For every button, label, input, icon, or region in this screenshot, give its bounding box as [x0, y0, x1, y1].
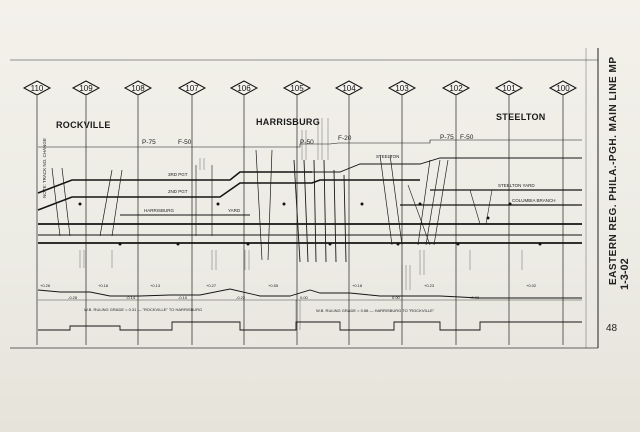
milepost-number: 109: [79, 84, 93, 93]
speed-p75-left: P-75: [142, 139, 156, 146]
grade-label: +0.02: [526, 283, 537, 288]
milepost-diamond: [387, 80, 417, 96]
milepost-diamond: [441, 80, 471, 96]
milepost-number: 106: [237, 84, 251, 93]
station-steelton: STEELTON: [496, 112, 546, 122]
signal-dots: [78, 202, 542, 246]
milepost-number: 101: [502, 84, 516, 93]
label-yard: YARD: [228, 208, 241, 213]
grade-label: -0.14: [126, 295, 136, 300]
grade-label: 0.00: [300, 295, 309, 300]
milepost-107: 107: [177, 80, 207, 345]
grade-label: +0.26: [40, 283, 51, 288]
milepost-diamond: [71, 80, 101, 96]
chart-title: EASTERN REG. PHILA.-PGH. MAIN LINE MP: [608, 56, 619, 285]
grade-label: +0.27: [206, 283, 217, 288]
chart-date: 1-3-02: [619, 258, 631, 290]
grade-label: +0.55: [268, 283, 279, 288]
milepost-104: 104: [334, 80, 364, 345]
note-rockville: NOTE: TRACK NO. CHANGE: [42, 138, 47, 198]
grade-label: -0.10: [178, 295, 188, 300]
milepost-row: 110 109 108 107 106 105 104 103 102 101 100: [22, 80, 578, 345]
milepost-number: 110: [31, 84, 44, 93]
milepost-diamond: [494, 80, 524, 96]
milepost-102: 102: [441, 80, 471, 345]
milepost-101: 101: [494, 80, 524, 345]
speed-f50-left: F-50: [178, 139, 192, 146]
milepost-diamond: [177, 80, 207, 96]
grade-label: -0.22: [236, 295, 246, 300]
milepost-109: 109: [71, 80, 101, 345]
page-number: 48: [606, 323, 618, 334]
speed-p50-center: P-50: [300, 139, 314, 146]
ruling-grade-wb-1: W.B. RULING GRADE = 0.31 — "ROCKVILLE" T…: [84, 307, 202, 312]
main-tracks: [37, 157, 582, 244]
milepost-diamond: [282, 80, 312, 96]
ruling-grade-wb-2: W.B. RULING GRADE = 0.58 — HARRISBURG TO…: [316, 308, 435, 313]
station-harrisburg: HARRISBURG: [256, 117, 320, 127]
speed-f50-right: F-50: [460, 134, 474, 141]
grade-label: +0.13: [150, 283, 161, 288]
milepost-number: 108: [131, 84, 145, 93]
label-steelton-small: STEELTON: [376, 154, 399, 159]
milepost-diamond: [229, 80, 259, 96]
grade-label: +0.18: [352, 283, 363, 288]
milepost-110: 110: [22, 80, 52, 345]
milepost-number: 103: [395, 84, 409, 93]
label-2nd-pgt: 2ND PGT: [168, 189, 188, 194]
grade-label: -0.28: [68, 295, 78, 300]
bottom-profile: [38, 321, 582, 331]
milepost-diamond: [22, 80, 52, 96]
speed-f20-center: F-20: [338, 135, 352, 142]
milepost-number: 102: [449, 84, 463, 93]
label-columbia-branch: COLUMBIA BRANCH: [512, 198, 556, 203]
grade-label: +0.16: [98, 283, 109, 288]
grade-label: +0.23: [424, 283, 435, 288]
speed-p75-right: P-75: [440, 134, 454, 141]
label-harrisburg-yard: HARRISBURG: [144, 208, 175, 213]
label-steelton-yard: STEELTON YARD: [498, 183, 535, 188]
grade-labels: +0.26 -0.28 +0.16 -0.14 +0.13 -0.10 +0.27 -0.22…: [40, 283, 537, 300]
grade-label: 0.00: [392, 295, 401, 300]
label-3rd-pgt: 3RD PGT: [168, 172, 188, 177]
milepost-103: 103: [387, 80, 417, 345]
milepost-number: 100: [556, 84, 570, 93]
milepost-diamond: [123, 80, 153, 96]
milepost-105: 105: [282, 80, 312, 345]
milepost-number: 105: [290, 84, 304, 93]
vertical-notes: [79, 118, 523, 330]
yard-ladders: [51, 149, 493, 263]
milepost-diamond: [548, 80, 578, 96]
milepost-number: 104: [342, 84, 356, 93]
speed-limit-line: [38, 139, 582, 148]
milepost-106: 106: [229, 80, 259, 345]
station-rockville: ROCKVILLE: [56, 120, 111, 130]
milepost-100: 100: [548, 80, 578, 345]
milepost-number: 107: [185, 84, 199, 93]
milepost-108: 108: [123, 80, 153, 345]
grade-profile-line: [37, 288, 582, 299]
grade-label: -0.03: [470, 295, 480, 300]
milepost-diamond: [334, 80, 364, 96]
